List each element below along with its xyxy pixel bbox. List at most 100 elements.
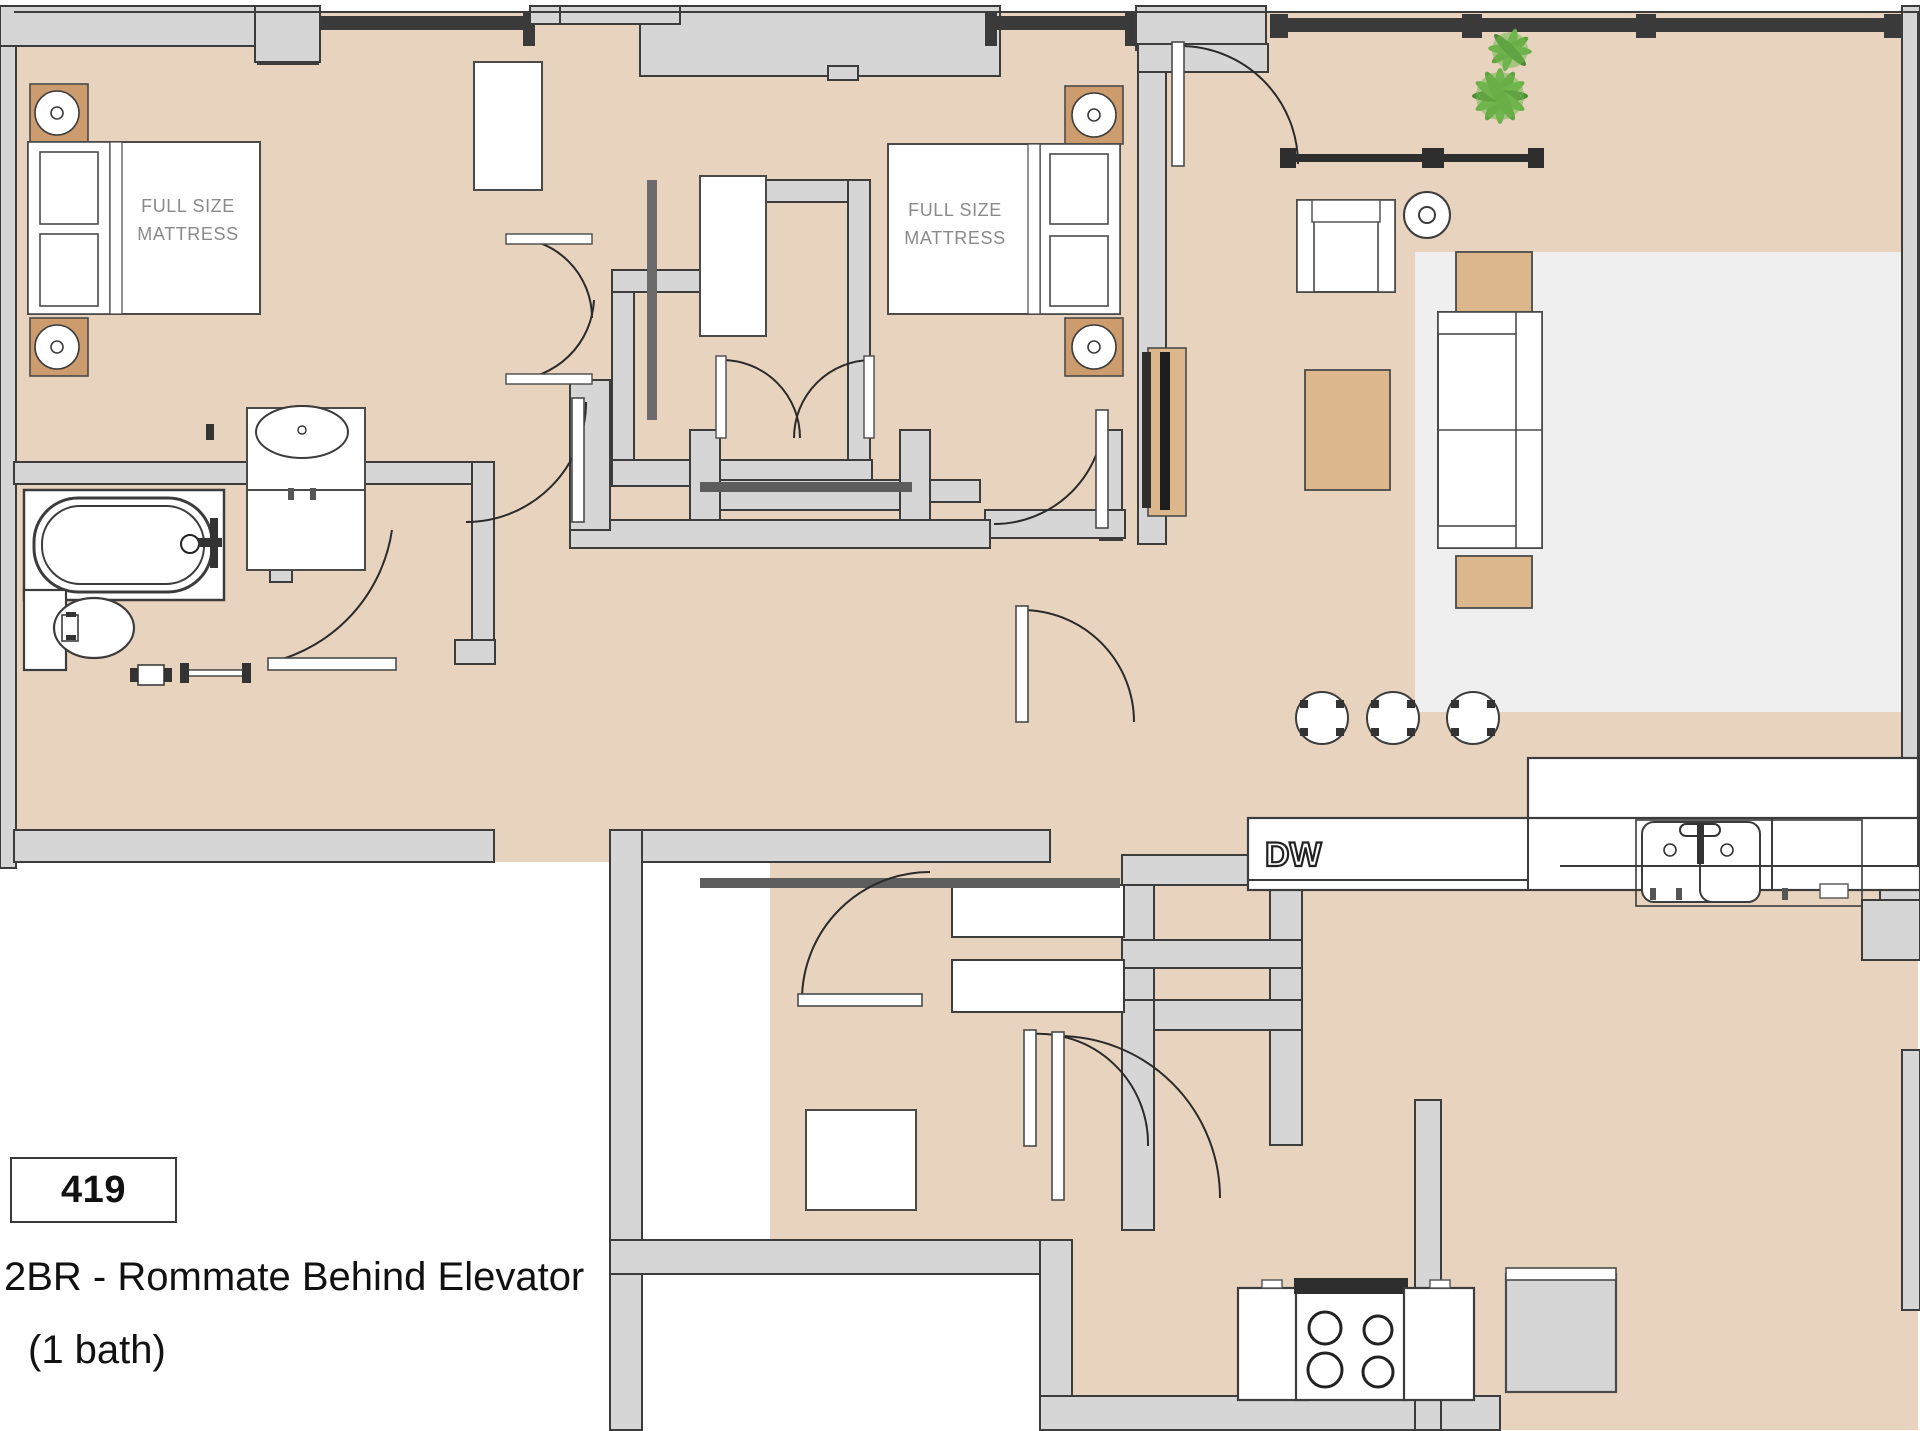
- cabinet-knob-2: [1676, 888, 1682, 900]
- wall-top-conn: [559, 5, 681, 25]
- vanity-drain-icon: [297, 425, 307, 435]
- window-mull-5: [1462, 14, 1482, 38]
- side-table-bottom: [1455, 555, 1533, 609]
- bed-left-label-line2: MATTRESS: [137, 224, 238, 244]
- bathtub-basin: [41, 505, 205, 585]
- unit-number: 419: [61, 1168, 126, 1211]
- hall-closet-lower: [951, 959, 1125, 1013]
- closet-rod-lower: [700, 878, 1120, 888]
- wall-lower-left2: [1121, 999, 1155, 1231]
- wall-top-block: [639, 5, 1001, 77]
- door-leaf-bedroom-left: [571, 397, 585, 523]
- window-glass-top-2: [996, 16, 1136, 30]
- bed-right-label-line2: MATTRESS: [904, 228, 1005, 248]
- bathtub-drain-icon: [180, 534, 200, 554]
- wall-notch-a: [827, 65, 859, 81]
- counter-handle-left: [1261, 1279, 1283, 1289]
- kitchen-base-cabinets: [1246, 816, 1920, 892]
- plant-icon: [1472, 28, 1532, 124]
- door-leaf-center-right: [863, 355, 875, 439]
- wall-core-left: [611, 269, 635, 481]
- towel-ring: [137, 664, 165, 686]
- window-mull-4: [1270, 14, 1288, 38]
- door-arc-center-right: [793, 359, 873, 439]
- window-glass-top-1: [290, 16, 530, 30]
- window-lower-mull-1: [1280, 148, 1296, 168]
- side-table-top: [1455, 251, 1533, 317]
- armchair-arm-left: [1296, 199, 1315, 293]
- lamp-right-bottom-core: [1087, 340, 1101, 354]
- bar-stool-1: [1295, 691, 1349, 745]
- door-arc-bedroom-lower: [801, 871, 931, 1001]
- unit-number-box: 419: [10, 1157, 177, 1223]
- wall-closet-divider: [1121, 939, 1303, 969]
- towel-bar: [183, 669, 247, 677]
- wall-top-pier-c: [1135, 5, 1267, 51]
- vanity-counter: [246, 487, 366, 571]
- wall-hall-top: [569, 519, 991, 549]
- door-arc-entry: [1179, 45, 1299, 165]
- towel-bar-mount-r: [242, 663, 251, 683]
- door-leaf-core-a: [505, 233, 593, 245]
- window-glass-top-4: [1480, 18, 1640, 32]
- window-lower-track: [1286, 154, 1536, 162]
- bedroom-lower: [700, 878, 1125, 1211]
- door-arc-center-left: [721, 359, 801, 439]
- lamp-right-top-core: [1087, 108, 1101, 122]
- armchair-back: [1311, 199, 1381, 223]
- window-lower-mull-2: [1422, 148, 1444, 168]
- burner-3-icon: [1362, 1314, 1394, 1346]
- door-leaf-bedroom-right: [1095, 409, 1109, 529]
- partition-wall-center: [647, 180, 657, 420]
- sliding-door-track: [1160, 352, 1170, 510]
- bed-left-sheet: [109, 141, 123, 315]
- hall-closet-upper: [951, 884, 1125, 938]
- door-leaf-hall-closet-top: [1015, 605, 1029, 723]
- door-arc-bathroom: [271, 529, 393, 663]
- plan-title: 2BR - Rommate Behind Elevator: [4, 1255, 585, 1299]
- sink-frame: [1635, 819, 1863, 907]
- closet-bedroom-right: [699, 175, 767, 337]
- door-leaf-entry: [1171, 41, 1185, 167]
- range-backsplash: [1294, 1278, 1408, 1294]
- bed-right-sheet: [1027, 143, 1041, 315]
- dishwasher-label: DW: [1265, 836, 1323, 874]
- sink-faucet-neck: [1697, 824, 1704, 864]
- bed-right-label-line1: FULL SIZE: [908, 200, 1002, 220]
- window-mull-6: [1636, 14, 1656, 38]
- wall-lower-left: [609, 829, 643, 1431]
- door-leaf-bathroom: [267, 657, 397, 671]
- partitions: [647, 148, 1544, 510]
- doors: [267, 41, 1299, 1201]
- bedroom-left: FULL SIZE MATTRESS: [27, 61, 543, 377]
- plan-outline: [14, 11, 1919, 867]
- window-glass-top-3: [1286, 18, 1466, 32]
- towel-bar-mount-l: [180, 663, 189, 683]
- burner-4-icon: [1361, 1355, 1395, 1389]
- armchair-arm-right: [1377, 199, 1396, 293]
- door-leaf-bottom: [1051, 1031, 1065, 1201]
- window-glass-top-5: [1654, 18, 1886, 32]
- window-mull-2: [985, 12, 997, 46]
- bedroom-right: FULL SIZE MATTRESS: [699, 85, 1124, 377]
- coffee-table: [1304, 369, 1391, 491]
- bar-stool-2: [1366, 691, 1420, 745]
- pillow-left-1: [39, 151, 99, 225]
- door-leaf-center-left: [715, 355, 727, 439]
- threshold-center: [700, 482, 912, 492]
- lamp-left-top-core: [50, 106, 64, 120]
- refrigerator: [1504, 1272, 1618, 1394]
- cabinet-knob-3: [1782, 888, 1788, 900]
- bar-stool-3: [1446, 691, 1500, 745]
- pillow-right-1: [1049, 153, 1109, 225]
- pillow-right-2: [1049, 235, 1109, 307]
- closet-bedroom-left: [473, 61, 543, 191]
- window-lower-mull-3: [1528, 148, 1544, 168]
- wall-corridor-top-left: [13, 829, 495, 863]
- door-leaf-bedroom-lower: [797, 993, 923, 1007]
- wall-kitchen-notch: [1861, 899, 1920, 961]
- wall-pier-b: [254, 5, 321, 63]
- bed-left-label-line1: FULL SIZE: [141, 196, 235, 216]
- wall-corridor-top-right: [609, 829, 1051, 863]
- toilet-bolt-2: [66, 635, 76, 640]
